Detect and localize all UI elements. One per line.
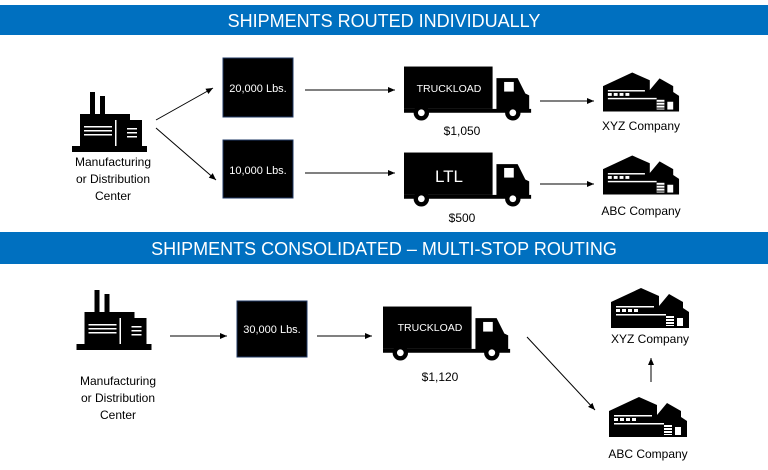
origin-label-1: Manufacturing xyxy=(80,374,156,388)
stop2-label: XYZ Company xyxy=(611,332,689,346)
route-cost: $500 xyxy=(449,211,476,225)
origin-label-2: or Distribution xyxy=(76,172,150,186)
factory-icon xyxy=(72,92,147,152)
destination-label: XYZ Company xyxy=(602,119,680,133)
origin-label-3: Center xyxy=(95,189,131,203)
stop1-label: ABC Company xyxy=(608,447,687,461)
warehouse-icon xyxy=(609,397,687,437)
shipment-weight: 30,000 Lbs. xyxy=(243,324,301,336)
shipment-box xyxy=(222,57,294,118)
truck-label: TRUCKLOAD xyxy=(417,83,482,95)
shipment-box xyxy=(236,300,308,358)
section-consolidated: SHIPMENTS CONSOLIDATED – MULTI-STOP ROUT… xyxy=(0,232,768,461)
shipment-box xyxy=(222,139,294,199)
route-cost: $1,120 xyxy=(422,370,459,384)
section-title: SHIPMENTS ROUTED INDIVIDUALLY xyxy=(228,11,541,31)
origin-label-1: Manufacturing xyxy=(75,155,151,169)
banner-individual xyxy=(0,5,768,35)
shipment-weight: 10,000 Lbs. xyxy=(229,165,287,177)
route-cost: $1,050 xyxy=(444,124,481,138)
arrow xyxy=(155,127,217,181)
destination-label: ABC Company xyxy=(601,204,680,218)
truck-icon xyxy=(404,152,532,207)
warehouse-icon xyxy=(603,72,680,112)
banner-consolidated xyxy=(0,232,768,264)
section-individual: SHIPMENTS ROUTED INDIVIDUALLY Manufactur… xyxy=(0,5,768,225)
arrow xyxy=(155,87,214,121)
origin-label-2: or Distribution xyxy=(81,391,155,405)
section-title: SHIPMENTS CONSOLIDATED – MULTI-STOP ROUT… xyxy=(151,239,617,259)
warehouse-icon xyxy=(611,288,689,328)
truck-label: LTL xyxy=(435,167,463,186)
origin-label-3: Center xyxy=(100,408,136,422)
warehouse-icon xyxy=(603,155,680,195)
arrow xyxy=(526,336,596,411)
truck-label: TRUCKLOAD xyxy=(398,322,463,334)
factory-icon xyxy=(76,290,152,350)
shipment-weight: 20,000 Lbs. xyxy=(229,83,287,95)
